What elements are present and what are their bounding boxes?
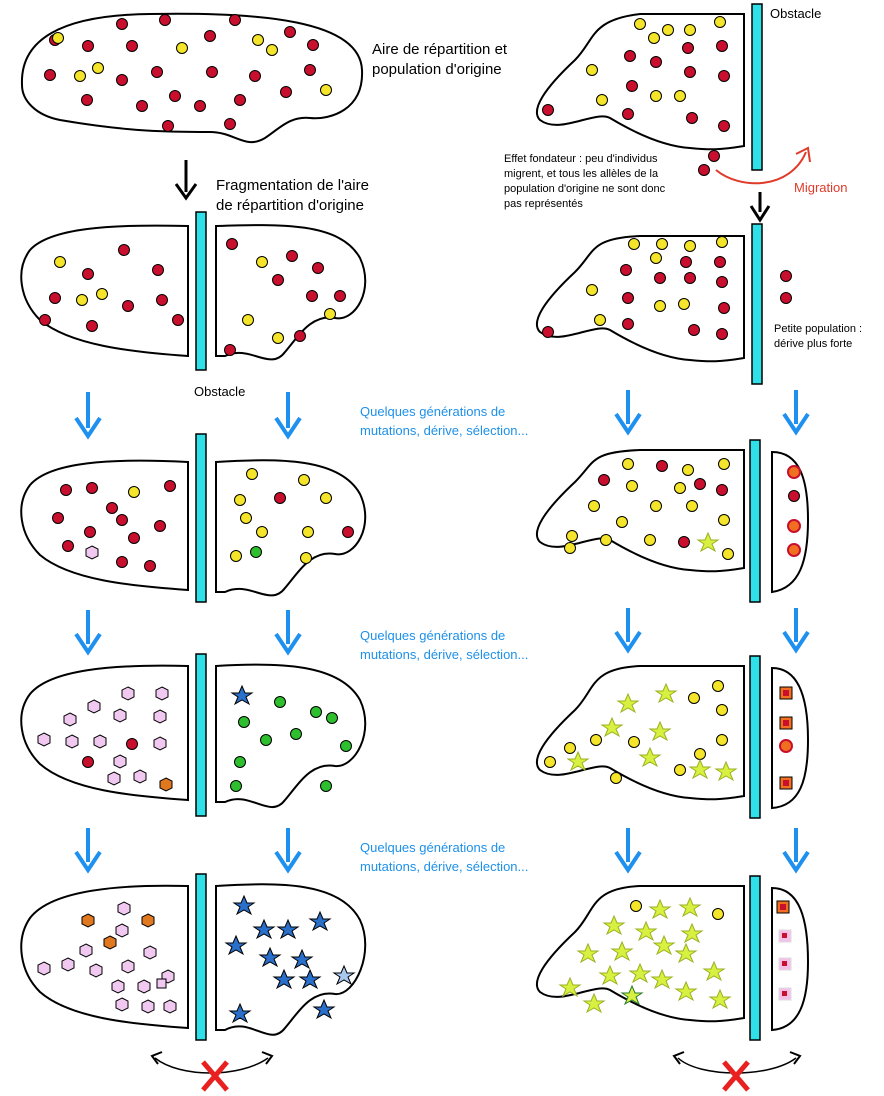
fragmentation-line1: Fragmentation de l'aire: [216, 176, 369, 196]
obstacle-label-right: Obstacle: [770, 6, 821, 21]
generations-label-3: Quelques générations de mutations, dériv…: [360, 838, 528, 876]
diverging-populations-stage2: [21, 434, 365, 602]
small-pop-line2: dérive plus forte: [774, 337, 862, 352]
right-stage2: [537, 440, 808, 602]
fragmentation-label: Fragmentation de l'aire de répartition d…: [216, 176, 369, 216]
obstacle-label-left: Obstacle: [194, 384, 245, 399]
range-origin-line2: population d'origine: [372, 60, 507, 80]
migration-arrow: [716, 148, 810, 183]
range-origin-label: Aire de répartition et population d'orig…: [372, 40, 507, 80]
progression-arrows-row2-left: [76, 610, 300, 652]
gen1-line1: Quelques générations de: [360, 402, 528, 421]
gen2-line1: Quelques générations de: [360, 626, 528, 645]
small-pop-line1: Petite population :: [774, 322, 862, 337]
progression-arrows-row1-right: [616, 390, 808, 432]
gen2-line2: mutations, dérive, sélection...: [360, 645, 528, 664]
gen3-line2: mutations, dérive, sélection...: [360, 857, 528, 876]
generations-label-2: Quelques générations de mutations, dériv…: [360, 626, 528, 664]
diverging-populations-stage3: [21, 654, 365, 816]
original-range-shape: [22, 14, 362, 142]
founder-effect-label: Effet fondateur : peu d'individus migren…: [504, 152, 665, 212]
range-origin-line1: Aire de répartition et: [372, 40, 507, 60]
no-gene-flow-right: [674, 1052, 800, 1090]
right-stage3: [537, 656, 808, 818]
progression-arrows-row3-right: [616, 828, 808, 870]
right-final-populations: [537, 876, 808, 1040]
right-founder-stage: [537, 224, 792, 384]
founder-line3: population d'origine ne sont donc: [504, 182, 665, 197]
progression-arrows-row3-left: [76, 828, 300, 870]
founder-line1: Effet fondateur : peu d'individus: [504, 152, 665, 167]
migration-label: Migration: [794, 180, 847, 195]
gen1-line2: mutations, dérive, sélection...: [360, 421, 528, 440]
generations-label-1: Quelques générations de mutations, dériv…: [360, 402, 528, 440]
fragmentation-line2: de répartition d'origine: [216, 196, 369, 216]
no-gene-flow-left: [152, 1052, 272, 1090]
final-populations-left: [21, 874, 365, 1040]
gen3-line1: Quelques générations de: [360, 838, 528, 857]
progression-arrows-row1-left: [76, 392, 300, 436]
small-population-label: Petite population : dérive plus forte: [774, 322, 862, 352]
founder-line4: pas représentés: [504, 197, 665, 212]
fragmented-populations-stage1: [21, 212, 365, 370]
founder-line2: migrent, et tous les allèles de la: [504, 167, 665, 182]
right-original-population: [537, 4, 762, 176]
progression-arrows-row2-right: [616, 608, 808, 650]
